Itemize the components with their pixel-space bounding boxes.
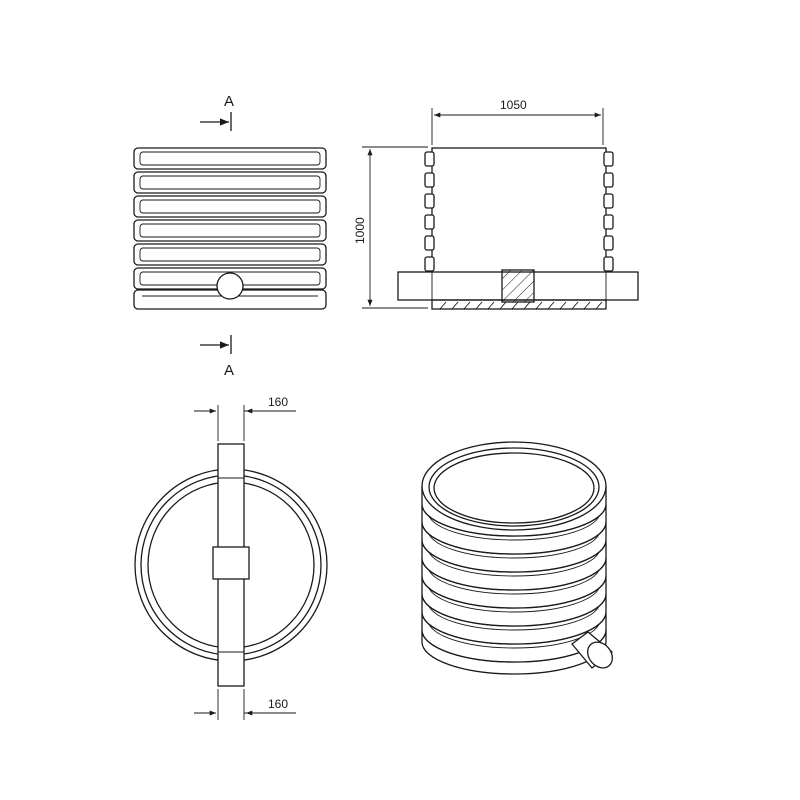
- height-dimension-label: 1000: [353, 217, 367, 244]
- rib-column-left: [424, 151, 435, 272]
- front-view-ribs: [133, 147, 327, 310]
- iso-pipe: [571, 631, 614, 669]
- pipe-dimension-top-label: 160: [268, 395, 288, 409]
- coupling-section: [501, 269, 535, 303]
- section-label-top: A: [224, 93, 234, 110]
- section-label-bottom: A: [224, 362, 234, 379]
- front-view: A A: [133, 93, 327, 379]
- bottom-plate: [431, 299, 607, 310]
- pipe-outlet: [216, 272, 244, 300]
- iso-top-rim: [421, 441, 607, 531]
- section-marker-bottom: A: [200, 335, 234, 379]
- pipe-dimension-bottom: 160: [194, 689, 296, 720]
- top-coupling: [212, 546, 250, 580]
- side-view: 1050 1000: [353, 98, 639, 310]
- section-marker-top: A: [200, 93, 234, 131]
- height-dimension: 1000: [353, 146, 428, 309]
- pipe-dimension-bottom-label: 160: [268, 697, 288, 711]
- width-dimension: 1050: [431, 98, 604, 145]
- top-view: 160 160: [134, 395, 328, 720]
- rib-column-right: [603, 151, 614, 272]
- width-dimension-label: 1050: [500, 98, 527, 112]
- pipe-dimension-top: 160: [194, 395, 296, 441]
- iso-view: [421, 441, 614, 675]
